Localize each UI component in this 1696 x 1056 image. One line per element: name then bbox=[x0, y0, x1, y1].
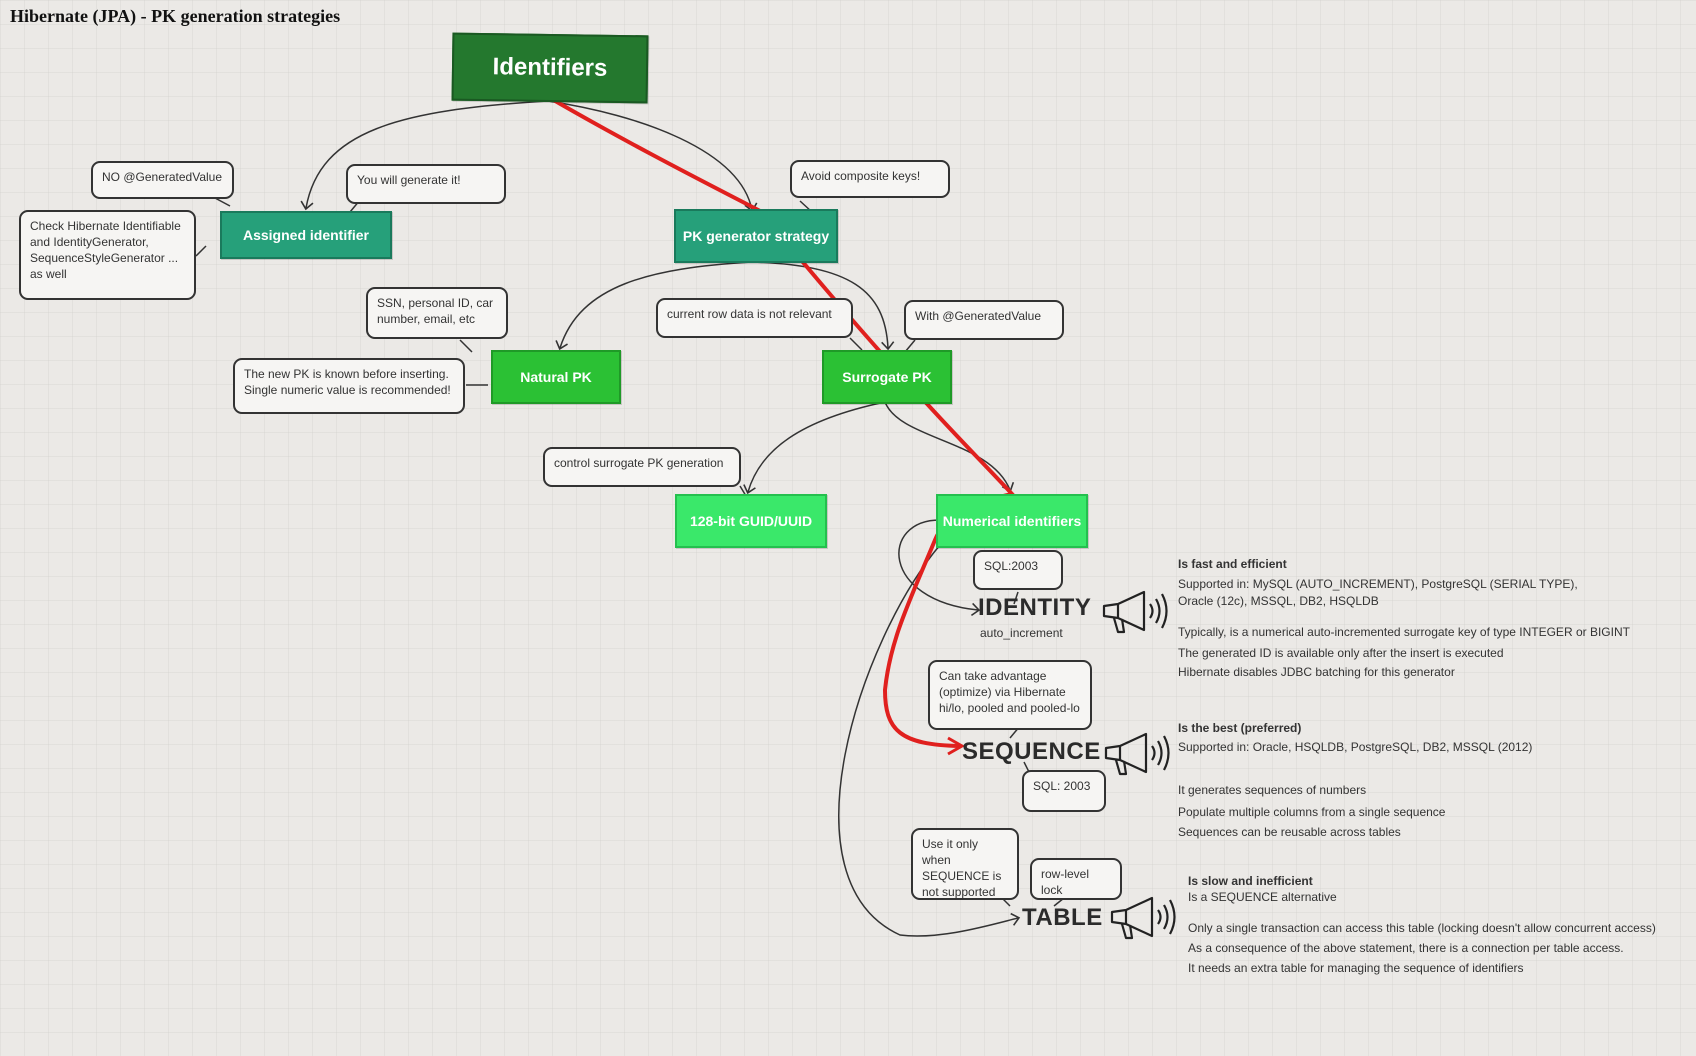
table-note: Only a single transaction can access thi… bbox=[1188, 921, 1656, 935]
callout-can-take-advantage: Can take advantage (optimize) via Hibern… bbox=[928, 660, 1092, 730]
callout-sql2003-identity: SQL:2003 bbox=[973, 550, 1063, 590]
callout-control-surrogate: control surrogate PK generation bbox=[543, 447, 741, 487]
edge-surrogate-guid bbox=[743, 401, 886, 495]
callout-you-will-generate: You will generate it! bbox=[346, 164, 506, 204]
callout-row-level-lock: row-level lock bbox=[1030, 858, 1122, 900]
megaphone-icon bbox=[1104, 732, 1170, 776]
table-note: Is slow and inefficient bbox=[1188, 874, 1313, 888]
megaphone-icon bbox=[1110, 896, 1176, 940]
strategy-identity: IDENTITY bbox=[978, 594, 1092, 621]
sequence-note: Sequences can be reusable across tables bbox=[1178, 825, 1401, 839]
table-note: It needs an extra table for managing the… bbox=[1188, 961, 1524, 975]
identity-sublabel: auto_increment bbox=[980, 626, 1063, 640]
callout-current-row-data: current row data is not relevant bbox=[656, 298, 853, 338]
callout-use-only-when: Use it only when SEQUENCE is not support… bbox=[911, 828, 1019, 900]
callout-new-pk-known: The new PK is known before inserting. Si… bbox=[233, 358, 465, 414]
identity-note: The generated ID is available only after… bbox=[1178, 646, 1504, 660]
callout-no-generated-value: NO @GeneratedValue bbox=[91, 161, 234, 199]
identity-note: Is fast and efficient bbox=[1178, 557, 1287, 571]
sequence-note: Populate multiple columns from a single … bbox=[1178, 805, 1446, 819]
megaphone-icon bbox=[1102, 590, 1168, 634]
callout-with-generated-value: With @GeneratedValue bbox=[904, 300, 1064, 340]
node-guid-uuid[interactable]: 128-bit GUID/UUID bbox=[675, 494, 827, 548]
node-pk-generator-strategy[interactable]: PK generator strategy bbox=[674, 209, 838, 263]
edge-surrogate-numerical bbox=[884, 401, 1015, 493]
sequence-note: Is the best (preferred) bbox=[1178, 721, 1302, 735]
page-title: Hibernate (JPA) - PK generation strategi… bbox=[10, 6, 341, 26]
identity-note: Hibernate disables JDBC batching for thi… bbox=[1178, 665, 1455, 679]
strategy-sequence: SEQUENCE bbox=[962, 738, 1101, 765]
identity-note: Typically, is a numerical auto-increment… bbox=[1178, 625, 1630, 639]
node-assigned-identifier[interactable]: Assigned identifier bbox=[220, 211, 392, 259]
callout-sql2003-sequence: SQL: 2003 bbox=[1022, 770, 1106, 812]
callout-ssn-examples: SSN, personal ID, car number, email, etc bbox=[366, 287, 508, 339]
node-numerical-identifiers[interactable]: Numerical identifiers bbox=[936, 494, 1088, 548]
table-note: Is a SEQUENCE alternative bbox=[1188, 890, 1337, 904]
edge-identifiers-pkgen bbox=[547, 100, 758, 213]
callout-check-hibernate: Check Hibernate Identifiable and Identit… bbox=[19, 210, 196, 300]
sequence-note: Supported in: Oracle, HSQLDB, PostgreSQL… bbox=[1178, 740, 1533, 754]
node-identifiers[interactable]: Identifiers bbox=[451, 32, 649, 104]
identity-note: Supported in: MySQL (AUTO_INCREMENT), Po… bbox=[1178, 577, 1578, 591]
identity-note: Oracle (12c), MSSQL, DB2, HSQLDB bbox=[1178, 594, 1379, 608]
strategy-table: TABLE bbox=[1022, 904, 1103, 931]
node-natural-pk[interactable]: Natural PK bbox=[491, 350, 621, 404]
callout-avoid-composite-keys: Avoid composite keys! bbox=[790, 160, 950, 198]
table-note: As a consequence of the above statement,… bbox=[1188, 941, 1624, 955]
sequence-note: It generates sequences of numbers bbox=[1178, 783, 1367, 797]
node-surrogate-pk[interactable]: Surrogate PK bbox=[822, 350, 952, 404]
